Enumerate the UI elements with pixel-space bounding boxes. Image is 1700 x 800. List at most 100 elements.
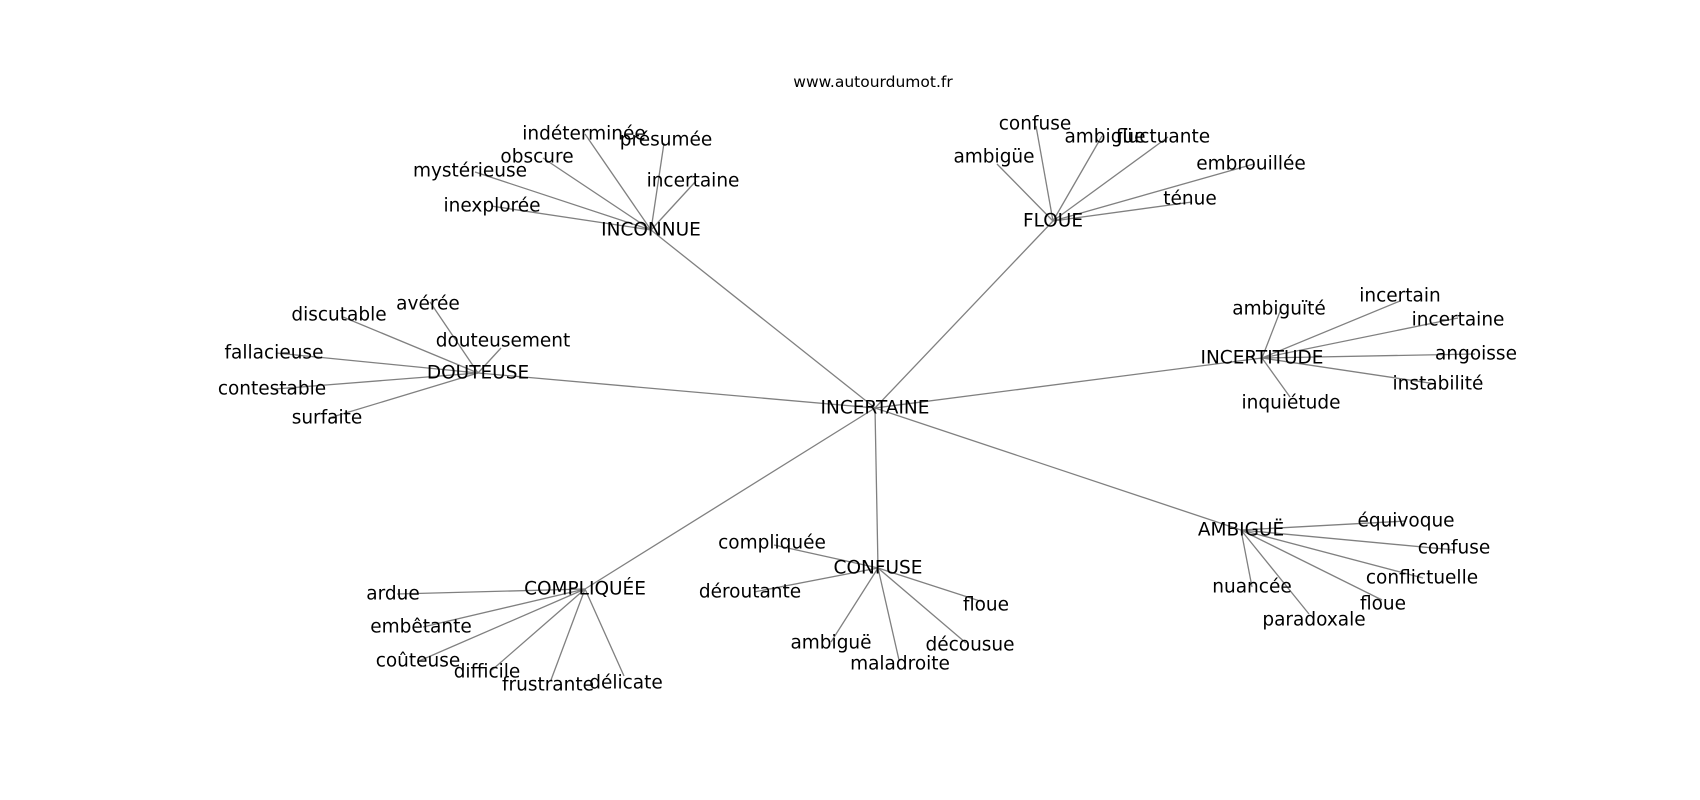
edge-incertitude-2 [1261, 317, 1459, 359]
leaf-node-inconnue-1: présumée [620, 130, 712, 151]
leaf-node-inconnue-4: incertaine [647, 171, 740, 192]
leaf-node-confuse-1: déroutante [699, 582, 801, 603]
edge-inconnue-0 [584, 133, 652, 231]
leaf-node-douteuse-0: avérée [396, 294, 460, 315]
edge-floue-4 [1052, 163, 1255, 222]
leaf-node-inconnue-2: obscure [500, 147, 573, 168]
edge-floue-0 [1035, 125, 1054, 222]
edge-douteuse-4 [274, 372, 479, 390]
leaf-node-douteuse-5: surfaite [292, 408, 363, 429]
leaf-node-compliquee-5: délicate [589, 673, 663, 694]
leaf-node-floue-3: ambigüe [953, 147, 1034, 168]
hub-node-confuse: CONFUSE [834, 558, 923, 579]
edge-ambigue-1 [1240, 529, 1456, 551]
leaf-node-floue-2: fluctuante [1116, 127, 1210, 148]
edge-inconnue-5 [490, 205, 652, 231]
leaf-node-ambigue-4: floue [1360, 594, 1406, 615]
hub-node-floue: FLOUE [1023, 211, 1083, 232]
leaf-node-ambigue-2: conflictuelle [1366, 568, 1478, 589]
hub-node-douteuse: DOUTEUSE [427, 363, 529, 384]
leaf-node-inconnue-3: mystérieuse [413, 161, 527, 182]
leaf-node-incertitude-4: instabilité [1393, 374, 1484, 395]
leaf-node-confuse-3: ambiguë [790, 633, 871, 654]
leaf-node-ambigue-1: confuse [1418, 538, 1490, 559]
leaf-node-douteuse-3: fallacieuse [225, 343, 324, 364]
edge-ambigue-2 [1240, 529, 1424, 579]
edge-root-douteuse [477, 372, 876, 409]
leaf-node-inconnue-5: inexplorée [443, 196, 540, 217]
edge-confuse-1 [753, 567, 879, 593]
leaf-node-incertitude-0: incertain [1359, 286, 1440, 307]
edge-confuse-4 [877, 567, 967, 644]
edge-ambigue-3 [1240, 529, 1253, 588]
edge-confuse-0 [773, 544, 879, 569]
edge-inconnue-2 [542, 157, 652, 231]
leaf-node-confuse-5: maladroite [850, 654, 950, 675]
leaf-node-confuse-2: floue [963, 595, 1009, 616]
leaf-node-douteuse-4: contestable [218, 379, 326, 400]
leaf-node-incertitude-2: incertaine [1412, 310, 1505, 331]
leaf-node-confuse-4: décousue [925, 635, 1014, 656]
edge-ambigue-0 [1240, 520, 1407, 531]
leaf-node-ambigue-0: équivoque [1357, 511, 1454, 532]
edge-compliquee-4 [550, 588, 586, 681]
hub-node-inconnue: INCONNUE [601, 220, 701, 241]
edge-incertitude-4 [1261, 357, 1437, 385]
edge-root-inconnue [650, 229, 876, 409]
leaf-node-floue-0: confuse [999, 114, 1071, 135]
edge-incertitude-5 [1261, 357, 1291, 398]
leaf-node-ambigue-5: paradoxale [1262, 610, 1365, 631]
leaf-node-incertitude-3: angoisse [1435, 344, 1517, 365]
edge-floue-3 [996, 163, 1054, 222]
edge-root-compliquee [584, 407, 876, 590]
edge-floue-5 [1052, 201, 1193, 222]
leaf-node-compliquee-4: frustrante [502, 675, 594, 696]
edge-incertitude-1 [1261, 308, 1282, 359]
leaf-node-compliquee-3: difficile [454, 662, 521, 683]
leaf-node-compliquee-1: embêtante [370, 617, 471, 638]
edge-compliquee-3 [491, 588, 586, 671]
edge-floue-1 [1052, 135, 1103, 222]
root-node: INCERTAINE [821, 398, 930, 419]
edge-confuse-2 [877, 567, 984, 603]
leaf-node-ambigue-3: nuancée [1212, 577, 1291, 598]
leaf-node-floue-4: embrouillée [1196, 154, 1306, 175]
leaf-node-douteuse-2: douteusement [436, 331, 571, 352]
edge-douteuse-0 [429, 301, 479, 374]
edge-douteuse-5 [328, 372, 479, 419]
leaf-node-floue-5: ténue [1163, 189, 1216, 210]
leaf-node-confuse-0: compliquée [718, 533, 826, 554]
edge-root-floue [874, 220, 1054, 409]
leaf-node-compliquee-2: coûteuse [376, 651, 461, 672]
edge-incertitude-3 [1261, 353, 1476, 359]
edge-compliquee-5 [584, 588, 625, 677]
edge-douteuse-2 [477, 347, 502, 374]
edge-root-incertitude [874, 357, 1263, 409]
hub-node-compliquee: COMPLIQUÉE [524, 578, 646, 600]
hub-node-ambigue: AMBIGUË [1198, 520, 1284, 541]
edge-ambigue-4 [1240, 529, 1383, 601]
edge-confuse-3 [830, 567, 879, 643]
edge-incertitude-0 [1261, 300, 1401, 359]
edge-ambigue-5 [1240, 529, 1310, 615]
edge-inconnue-1 [650, 142, 665, 231]
edge-douteuse-1 [342, 316, 479, 374]
edge-compliquee-1 [422, 588, 586, 628]
leaf-node-floue-1: ambigüe [1064, 127, 1145, 148]
leaf-node-incertitude-5: inquiétude [1242, 393, 1341, 414]
leaf-node-douteuse-1: discutable [291, 305, 386, 326]
edge-floue-2 [1052, 136, 1169, 222]
graph-edges [274, 125, 1476, 681]
edge-root-ambigue [874, 407, 1242, 531]
leaf-node-inconnue-0: indéterminée [522, 124, 646, 145]
edge-compliquee-0 [396, 588, 586, 595]
edge-root-confuse [874, 407, 879, 569]
edge-douteuse-3 [275, 352, 479, 374]
edge-inconnue-4 [650, 180, 697, 231]
edge-confuse-5 [877, 567, 900, 661]
leaf-node-compliquee-0: ardue [366, 584, 419, 605]
edge-compliquee-2 [418, 588, 586, 662]
hub-node-incertitude: INCERTITUDE [1201, 348, 1324, 369]
